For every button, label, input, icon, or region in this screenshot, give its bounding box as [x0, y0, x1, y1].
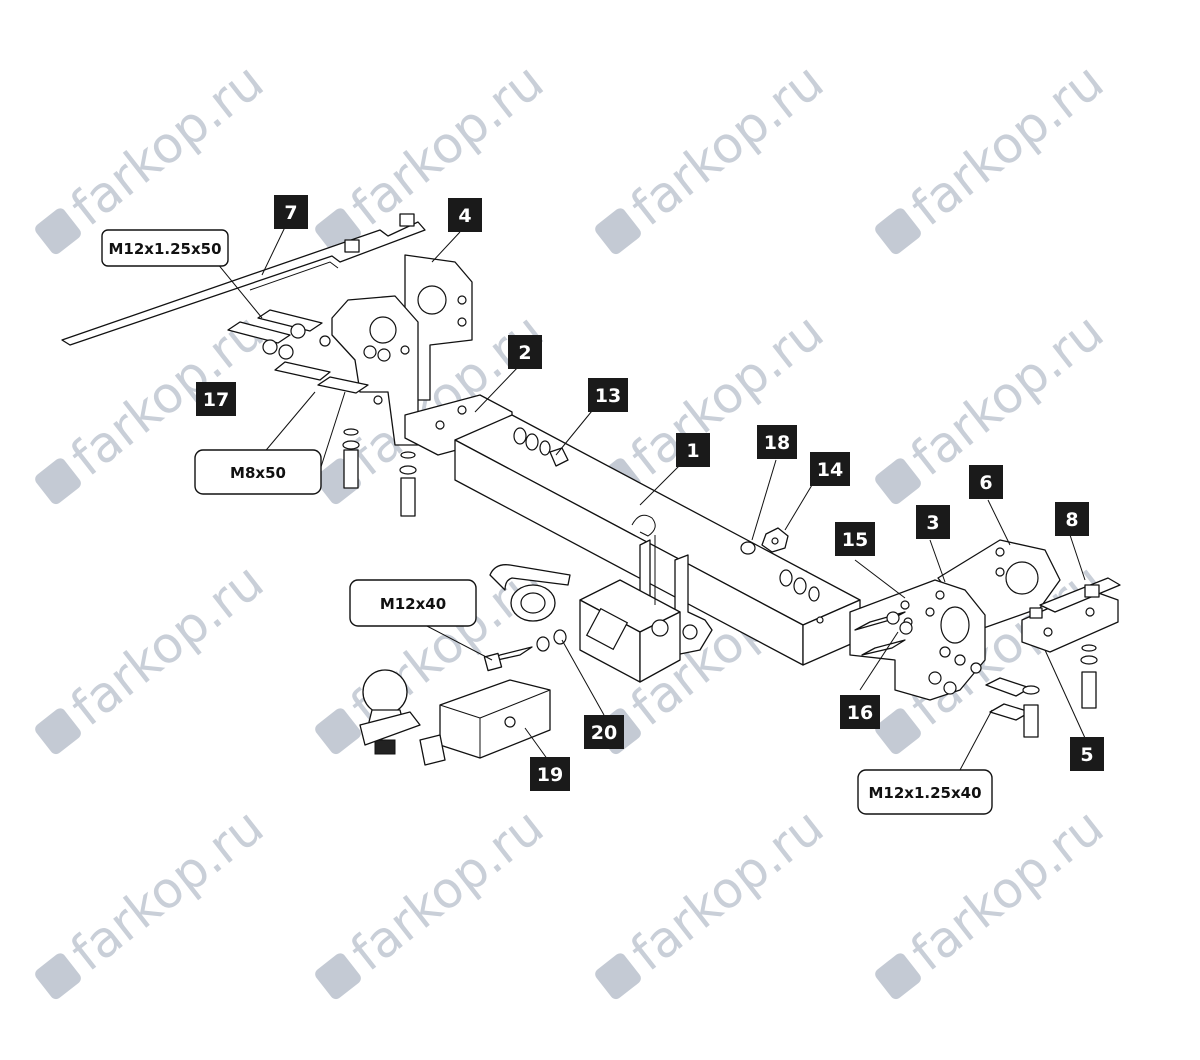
right-bracket-side-plate: [849, 579, 986, 701]
car-logo-icon: [875, 708, 921, 755]
watermark: farkop.ru: [315, 797, 554, 1000]
svg-text:3: 3: [926, 512, 939, 534]
part-callout-13: 13: [588, 378, 628, 412]
part-callout-3: 3: [916, 505, 950, 539]
svg-text:M12x1.25x50: M12x1.25x50: [108, 240, 221, 258]
svg-text:13: 13: [595, 385, 621, 407]
ball-mount-shank: [439, 679, 551, 759]
locking-pin-bar: [489, 564, 571, 591]
watermark: farkop.ru: [35, 552, 274, 755]
car-logo-icon: [875, 208, 921, 255]
watermark: farkop.ru: [315, 52, 554, 255]
svg-text:5: 5: [1080, 744, 1093, 766]
beam-fasteners: [513, 427, 820, 602]
svg-text:farkop.ru: farkop.ru: [620, 52, 834, 237]
spec-label-m8x50: M8x50: [194, 449, 322, 495]
part-callout-18: 18: [757, 425, 797, 459]
leader-lines: [207, 224, 1086, 771]
svg-text:2: 2: [518, 342, 531, 364]
part-callout-5: 5: [1070, 737, 1104, 771]
svg-text:farkop.ru: farkop.ru: [620, 302, 834, 487]
svg-text:7: 7: [284, 202, 297, 224]
right-bracket-assembly: [740, 527, 1121, 738]
bolt-group-left: [227, 213, 417, 517]
watermark: farkop.ru: [595, 797, 834, 1000]
svg-text:20: 20: [591, 722, 617, 744]
svg-text:farkop.ru: farkop.ru: [900, 302, 1114, 487]
watermark: farkop.ru: [35, 797, 274, 1000]
car-logo-icon: [315, 953, 361, 1000]
svg-text:16: 16: [847, 702, 873, 724]
svg-text:M12x1.25x40: M12x1.25x40: [868, 784, 981, 802]
part-callout-14: 14: [810, 452, 850, 486]
car-logo-icon: [875, 458, 921, 505]
part-callout-20: 20: [584, 715, 624, 749]
svg-text:farkop.ru: farkop.ru: [900, 52, 1114, 237]
svg-text:17: 17: [203, 389, 229, 411]
watermark: farkop.ru: [595, 52, 834, 255]
svg-text:M12x40: M12x40: [380, 595, 446, 613]
strap-plate: [61, 221, 426, 346]
svg-text:14: 14: [817, 459, 843, 481]
svg-text:1: 1: [686, 440, 699, 462]
svg-text:8: 8: [1065, 509, 1078, 531]
main-cross-beam: [454, 414, 861, 683]
car-logo-icon: [875, 953, 921, 1000]
part-callout-6: 6: [969, 465, 1003, 499]
svg-text:farkop.ru: farkop.ru: [340, 797, 554, 982]
part-callout-19: 19: [530, 757, 570, 791]
part-callout-4: 4: [448, 198, 482, 232]
svg-text:farkop.ru: farkop.ru: [60, 52, 274, 237]
spec-label-m12x40: M12x40: [349, 579, 477, 627]
car-logo-icon: [595, 953, 641, 1000]
car-logo-icon: [35, 708, 81, 755]
svg-text:farkop.ru: farkop.ru: [60, 552, 274, 737]
left-bracket-front-plate: [331, 295, 419, 446]
car-logo-icon: [595, 208, 641, 255]
svg-text:6: 6: [979, 472, 992, 494]
part-callout-2: 2: [508, 335, 542, 369]
svg-text:M8x50: M8x50: [230, 464, 286, 482]
part-callout-1: 1: [676, 433, 710, 467]
svg-text:4: 4: [458, 205, 471, 227]
part-callout-8: 8: [1055, 502, 1089, 536]
spec-label-m12x1.25x50: M12x1.25x50: [101, 229, 229, 267]
svg-text:farkop.ru: farkop.ru: [900, 797, 1114, 982]
svg-text:18: 18: [764, 432, 790, 454]
spec-label-m12x1.25x40: M12x1.25x40: [857, 769, 993, 815]
ball-mount: [359, 584, 567, 766]
svg-text:19: 19: [537, 764, 563, 786]
svg-text:farkop.ru: farkop.ru: [620, 797, 834, 982]
car-logo-icon: [35, 208, 81, 255]
bolt-group-right: [740, 527, 1100, 738]
svg-text:farkop.ru: farkop.ru: [60, 797, 274, 982]
car-logo-icon: [315, 708, 361, 755]
hitch-pin-clip: [631, 514, 656, 537]
tow-ball: [362, 669, 408, 715]
car-logo-icon: [35, 458, 81, 505]
svg-text:15: 15: [842, 529, 868, 551]
car-logo-icon: [35, 953, 81, 1000]
svg-text:farkop.ru: farkop.ru: [340, 52, 554, 237]
part-callout-7: 7: [274, 195, 308, 229]
part-callout-17: 17: [196, 382, 236, 416]
watermark: farkop.ru: [875, 797, 1114, 1000]
part-callout-16: 16: [840, 695, 880, 729]
left-bracket-assembly: [61, 213, 513, 517]
part-callout-15: 15: [835, 522, 875, 556]
watermark: farkop.ru: [875, 52, 1114, 255]
